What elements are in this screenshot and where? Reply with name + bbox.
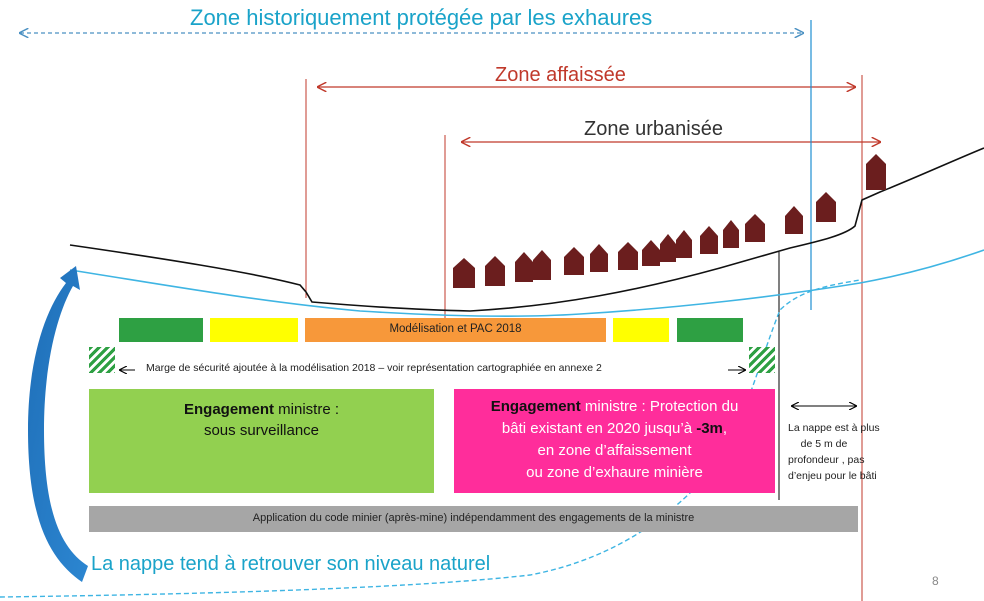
margin-note: Marge de sécurité ajoutée à la modélisat… xyxy=(146,362,602,374)
engagement-surveillance-line1: Engagement ministre : xyxy=(89,399,434,420)
house-icon xyxy=(745,214,765,242)
engagement-surveillance-line2: sous surveillance xyxy=(203,422,320,439)
engagement-protection-line2: bâti existant en 2020 jusqu’à -3m, xyxy=(454,418,775,440)
engagement-protection-rest: ministre : Protection du xyxy=(580,398,739,415)
engagement-protection-line1: Engagement ministre : Protection du xyxy=(454,396,775,418)
engagement-protection-bold: Engagement xyxy=(490,398,581,415)
houses xyxy=(453,154,886,288)
house-icon xyxy=(453,258,475,288)
house-icon xyxy=(515,252,533,282)
engagement-surveillance-box: Engagement ministre : sous surveillance xyxy=(89,389,434,493)
modelisation-bar: Modélisation et PAC 2018 xyxy=(305,318,606,342)
engagement-protection-line3: en zone d’affaissement xyxy=(537,442,692,459)
engagement-surveillance-rest: ministre : xyxy=(274,401,340,418)
house-icon xyxy=(590,244,608,272)
water-table-caption: La nappe tend à retrouver son niveau nat… xyxy=(91,553,491,575)
engagement-protection-line2-bold: -3m xyxy=(696,420,723,437)
depth-note-line3: profondeur , pas xyxy=(788,454,865,466)
risk-bar-green-left xyxy=(119,318,203,342)
code-minier-label: Application du code minier (après-mine) … xyxy=(252,512,695,524)
ground-surface-line xyxy=(69,147,984,312)
engagement-surveillance-bold: Engagement xyxy=(183,401,274,418)
engagement-protection-line2-pre: bâti existant en 2020 jusqu’à xyxy=(501,420,697,437)
engagement-protection-line4: ou zone d’exhaure minière xyxy=(526,464,703,481)
code-minier-bar: Application du code minier (après-mine) … xyxy=(89,506,858,532)
house-icon xyxy=(533,250,551,280)
house-icon xyxy=(564,247,584,275)
engagement-protection-box: Engagement ministre : Protection du bâti… xyxy=(454,389,775,493)
house-icon xyxy=(660,234,676,262)
page-number: 8 xyxy=(932,574,939,588)
house-icon xyxy=(723,220,739,248)
historical-zone-title: Zone historiquement protégée par les exh… xyxy=(190,5,653,30)
depth-note-line1: La nappe est à plus xyxy=(788,422,880,434)
margin-hatch-right xyxy=(749,347,775,373)
urbanized-zone-title: Zone urbanisée xyxy=(584,118,723,140)
house-icon xyxy=(700,226,718,254)
depth-note-line4: d’enjeu pour le bâti xyxy=(788,470,877,482)
water-table-line xyxy=(69,249,984,317)
rising-water-arrow xyxy=(28,266,88,582)
house-icon xyxy=(642,240,660,266)
engagement-protection-line2-post: , xyxy=(722,420,728,437)
house-icon xyxy=(618,242,638,270)
margin-hatch-left xyxy=(89,347,115,373)
house-icon xyxy=(816,192,836,222)
depth-note: La nappe est à plus de 5 m de profondeur… xyxy=(788,420,880,484)
house-icon xyxy=(485,256,505,286)
subsided-zone-title: Zone affaissée xyxy=(495,64,626,86)
risk-bar-yellow-left xyxy=(210,318,298,342)
modelisation-label: Modélisation et PAC 2018 xyxy=(389,323,522,335)
house-icon xyxy=(785,206,803,234)
risk-bar-green-right xyxy=(677,318,743,342)
depth-note-line2: de 5 m de xyxy=(800,438,848,450)
house-icon xyxy=(866,154,886,190)
risk-bar-yellow-right xyxy=(613,318,669,342)
house-icon xyxy=(676,230,692,258)
